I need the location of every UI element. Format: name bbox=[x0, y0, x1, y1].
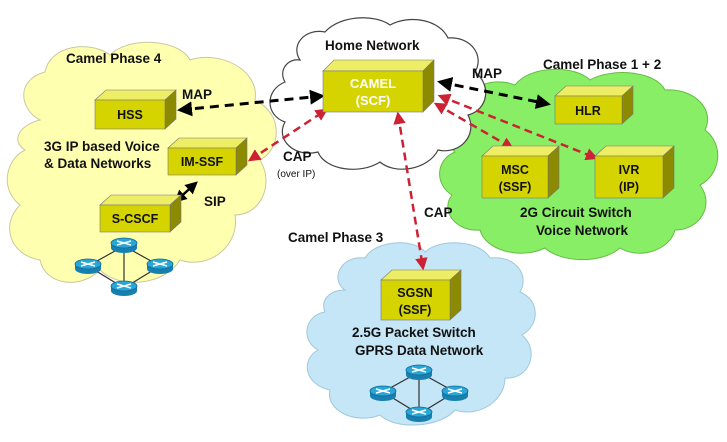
cs-network-label-1: 2G Circuit Switch bbox=[520, 205, 632, 220]
map-link-hss-camel bbox=[177, 89, 325, 117]
ims-network-label-1: 3G IP based Voice bbox=[44, 139, 160, 154]
map-label-right: MAP bbox=[472, 66, 502, 81]
msc-node: MSC (SSF) bbox=[481, 145, 560, 199]
region-title-phase12: Camel Phase 1 + 2 bbox=[543, 57, 661, 72]
router-icon bbox=[441, 385, 469, 402]
scscf-label: S-CSCF bbox=[112, 212, 159, 226]
sgsn-node: SGSN (SSF) bbox=[380, 269, 462, 321]
ps-network-label-2: GPRS Data Network bbox=[355, 343, 484, 358]
msc-label: MSC bbox=[501, 163, 529, 177]
ivr-node: IVR (IP) bbox=[594, 145, 675, 199]
scscf-node: S-CSCF bbox=[99, 194, 182, 233]
cap-link-imssf-camel bbox=[247, 108, 329, 162]
ivr-label: IVR bbox=[619, 163, 640, 177]
router-cluster-ps bbox=[369, 364, 469, 423]
router-icon bbox=[405, 406, 433, 423]
router-cluster-ims bbox=[74, 237, 174, 297]
cap-link-camel-sgsn bbox=[393, 111, 428, 271]
ps-network-label-1: 2.5G Packet Switch bbox=[352, 325, 476, 340]
cap-label-down: CAP bbox=[424, 205, 453, 220]
sgsn-ssf-label: (SSF) bbox=[399, 303, 432, 317]
router-icon bbox=[146, 258, 174, 275]
hss-label: HSS bbox=[117, 108, 143, 122]
router-icon bbox=[110, 280, 138, 297]
imssf-node: IM-SSF bbox=[167, 137, 248, 176]
sip-label: SIP bbox=[204, 194, 226, 209]
cap-link-camel-ivr bbox=[437, 93, 599, 161]
ivr-ip-label: (IP) bbox=[619, 180, 639, 194]
router-icon bbox=[110, 237, 138, 254]
imssf-label: IM-SSF bbox=[181, 155, 224, 169]
camel-scf-label: (SCF) bbox=[356, 93, 391, 108]
region-title-home: Home Network bbox=[325, 38, 420, 53]
cap-label-left: CAP bbox=[283, 149, 312, 164]
camel-label: CAMEL bbox=[350, 76, 396, 91]
region-title-phase4: Camel Phase 4 bbox=[66, 51, 162, 66]
cs-network-label-2: Voice Network bbox=[536, 223, 629, 238]
router-icon bbox=[74, 258, 102, 275]
router-icon bbox=[405, 364, 433, 381]
hlr-node: HLR bbox=[554, 85, 634, 125]
region-title-phase3: Camel Phase 3 bbox=[288, 230, 384, 245]
hss-node: HSS bbox=[94, 89, 177, 130]
ims-network-label-2: & Data Networks bbox=[44, 156, 151, 171]
router-icon bbox=[369, 385, 397, 402]
camel-scf-node: CAMEL (SCF) bbox=[322, 59, 435, 113]
msc-ssf-label: (SSF) bbox=[499, 180, 532, 194]
sgsn-label: SGSN bbox=[397, 286, 432, 300]
hlr-label: HLR bbox=[575, 104, 601, 118]
map-label-left: MAP bbox=[182, 87, 212, 102]
cap-label-left-sub: (over IP) bbox=[277, 169, 315, 180]
